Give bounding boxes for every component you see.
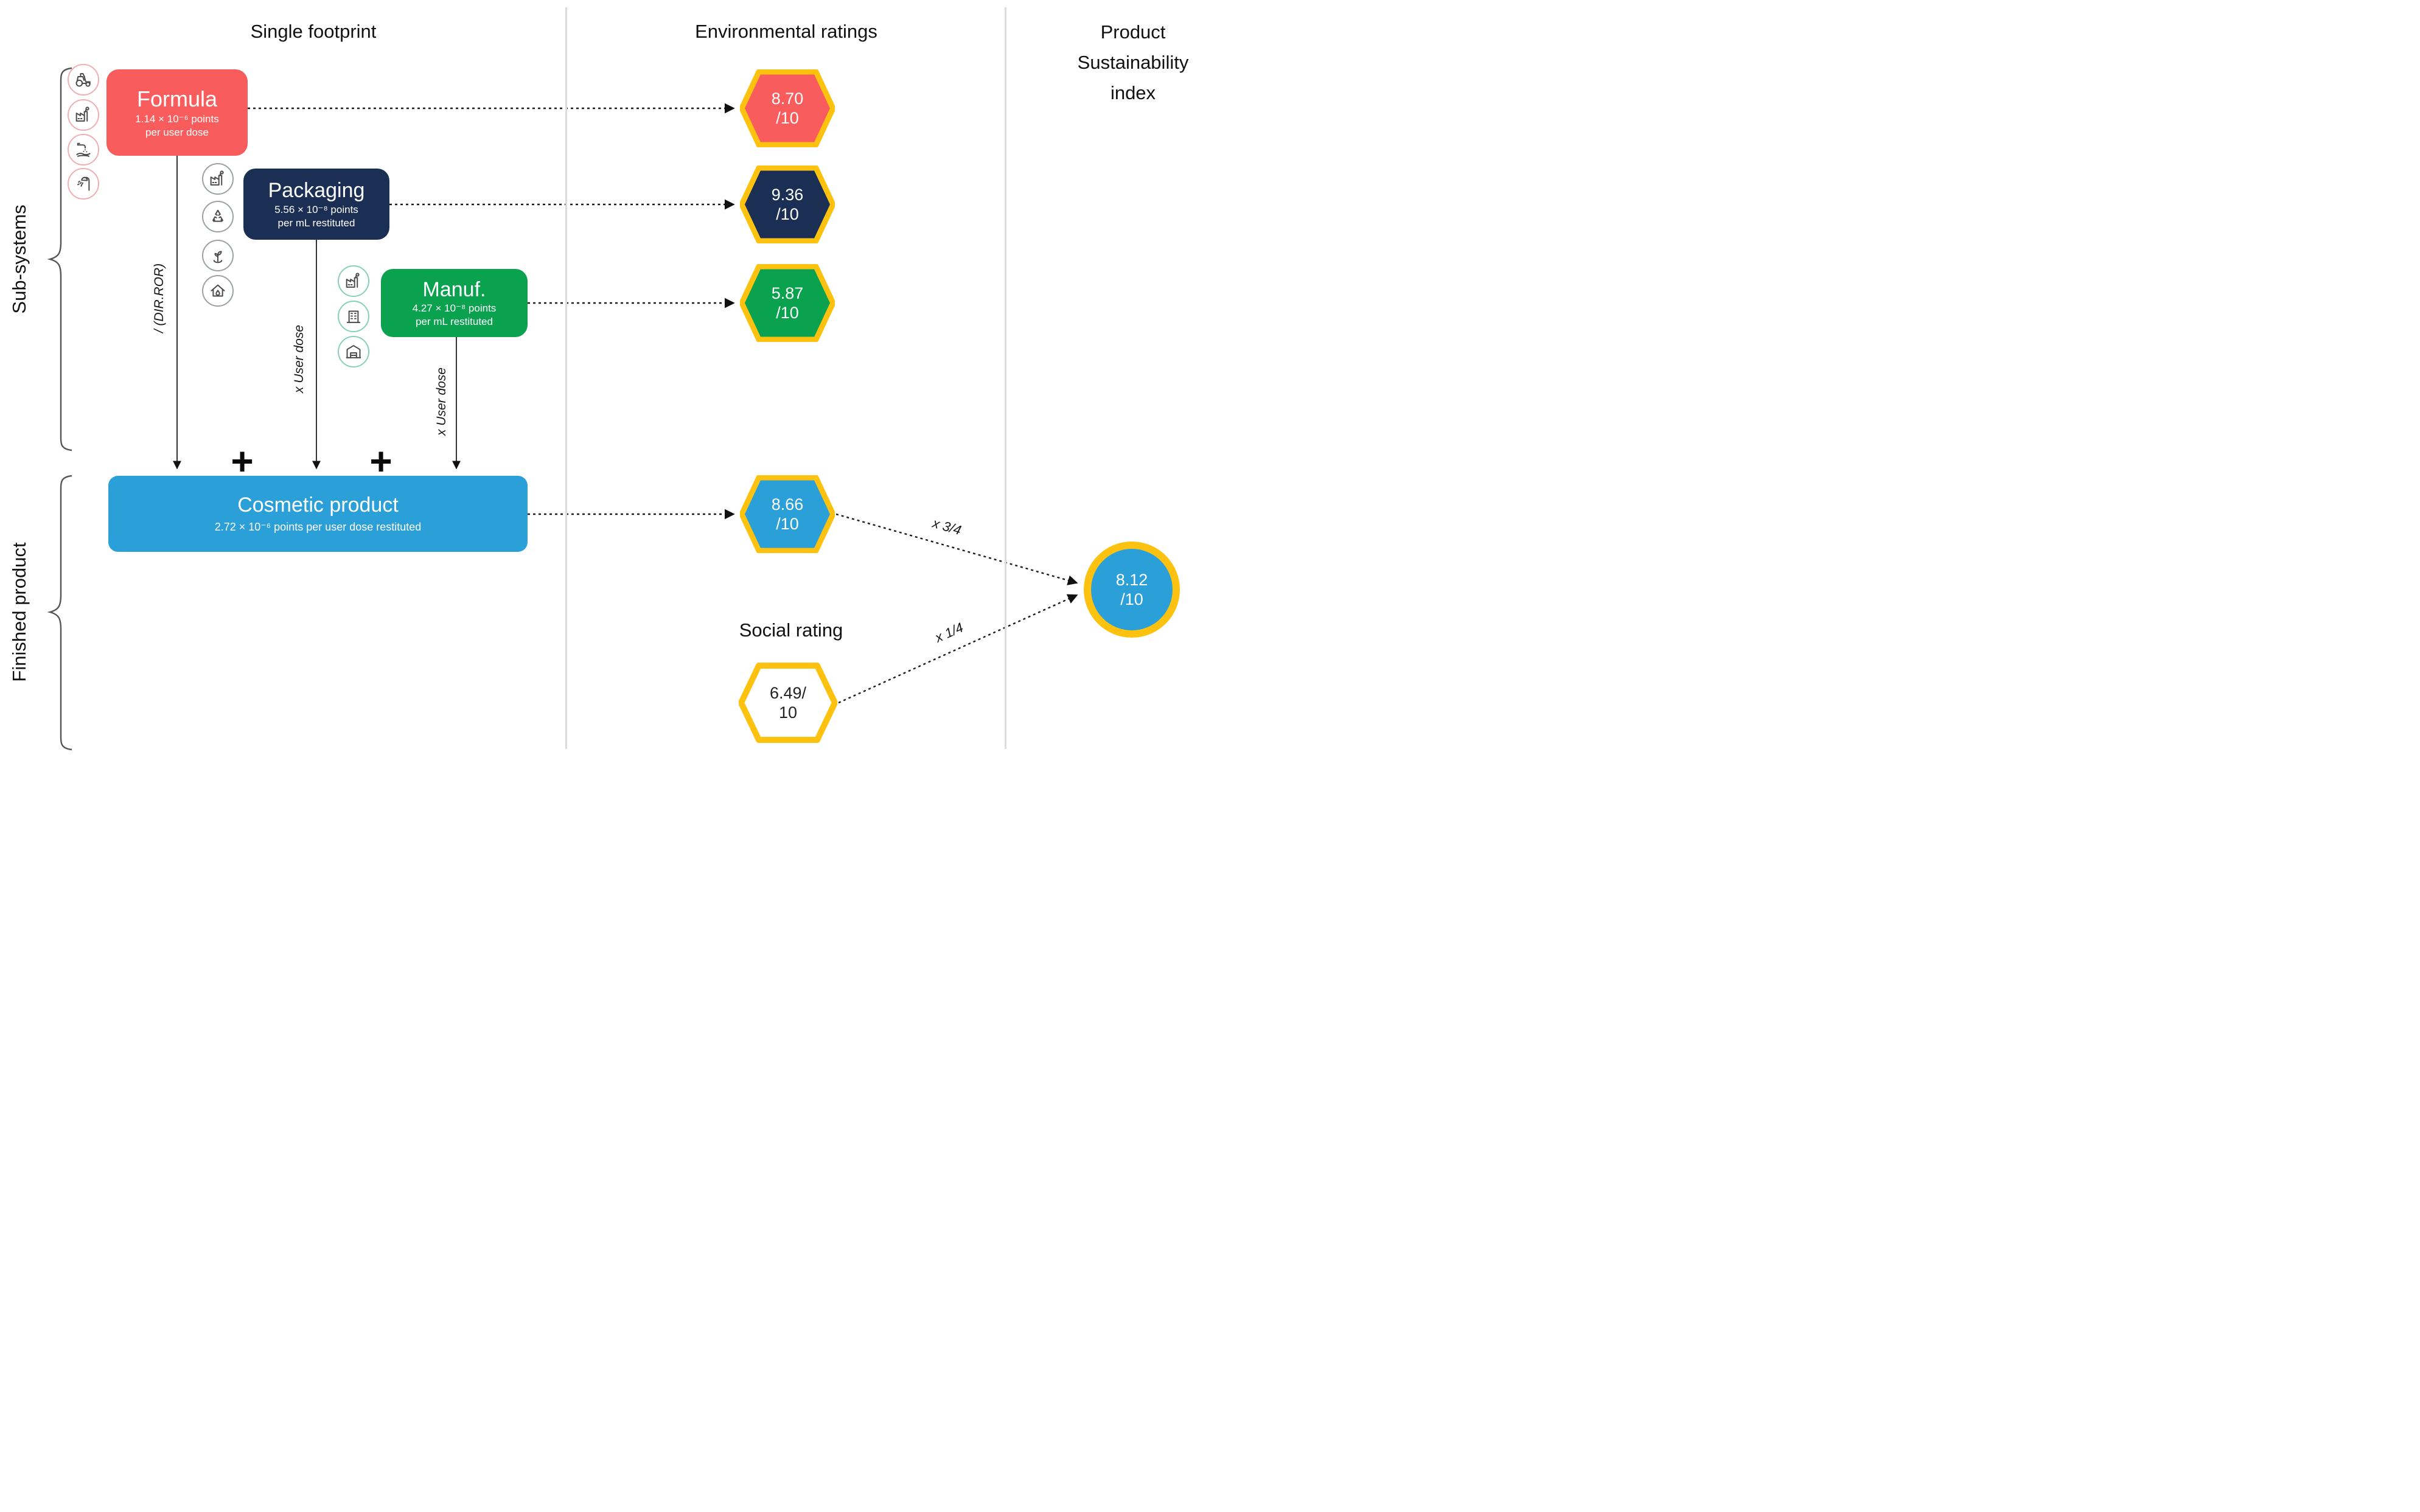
header-environmental-ratings: Environmental ratings [695,21,877,42]
warehouse-icon [338,336,369,368]
column-divider-left [565,7,567,749]
social-rating-caption: Social rating [739,619,843,641]
rating-cosmetic-score: 8.66 [771,495,804,514]
formula-box: Formula 1.14 × 10⁻⁶ points per user dose [106,69,248,156]
recycling-icon [202,201,234,232]
house-water-icon [202,275,234,307]
rating-social-denominator: 10 [778,703,798,722]
cosmetic-product-box: Cosmetic product 2.72 × 10⁻⁶ points per … [108,476,528,552]
psi-score-circle: 8.12 /10 [1084,542,1180,638]
dir-ror-label: / (DIR.ROR) [152,263,166,333]
manuf-sub2: per mL restituted [416,316,493,328]
psi-header-line1: Product [1100,21,1166,43]
factory-icon [68,99,99,131]
factory-icon [202,163,234,195]
manuf-title: Manuf. [422,277,486,301]
rating-social-score: 6.49/ [769,683,807,702]
weight-label-three-quarters: x 3/4 [930,515,963,538]
dashed-social-to-psi [838,594,1078,704]
plus-sign-2: + [369,439,392,483]
rating-hex-formula: 8.70/10 [740,69,835,147]
rating-hex-cosmetic: 8.66/10 [740,475,835,553]
building-icon [338,301,369,332]
rating-hex-packaging: 9.36/10 [740,165,835,243]
packaging-sub1: 5.56 × 10⁻⁸ points [274,203,358,215]
formula-sub1: 1.14 × 10⁻⁶ points [135,113,219,125]
rating-packaging-denominator: /10 [776,205,799,223]
psi-denominator: /10 [1120,590,1143,608]
cosmetic-sub1: 2.72 × 10⁻⁶ points per user dose restitu… [214,521,422,534]
weight-label-one-quarter: x 1/4 [932,619,966,646]
plant-icon [202,240,234,271]
header-single-footprint: Single footprint [250,21,377,42]
formula-title: Formula [136,86,218,112]
brace-finished-product [47,475,72,751]
rating-formula-score: 8.70 [771,89,804,108]
rating-cosmetic-denominator: /10 [776,515,799,533]
psi-header-line2: Sustainability [1077,52,1189,73]
rating-packaging-score: 9.36 [771,185,804,204]
psi-score: 8.12 [1115,570,1148,589]
rating-hex-manuf: 5.87/10 [740,264,835,342]
column-divider-right [1005,7,1006,749]
user-dose-label-manuf: x User dose [434,367,448,436]
packaging-box: Packaging 5.56 × 10⁻⁸ points per mL rest… [243,169,389,240]
psi-header-line3: index [1110,82,1156,103]
cosmetic-title: Cosmetic product [237,493,399,517]
side-label-sub-systems: Sub-systems [9,204,30,314]
factory-icon [338,265,369,297]
packaging-title: Packaging [268,179,365,202]
side-label-finished-product: Finished product [9,542,30,682]
brace-sub-systems [47,67,72,451]
tractor-icon [68,64,99,96]
shower-icon [68,168,99,200]
header-product-sustainability-index: Product Sustainability index [1078,17,1189,108]
manuf-sub1: 4.27 × 10⁻⁸ points [412,302,497,315]
plus-sign-1: + [231,439,254,483]
rating-manuf-denominator: /10 [776,304,799,322]
user-dose-label-packaging: x User dose [292,324,306,394]
formula-sub2: per user dose [145,126,209,138]
rating-formula-denominator: /10 [776,109,799,127]
packaging-sub2: per mL restituted [277,217,355,229]
hand-washing-icon [68,134,99,165]
figure-canvas: Single footprint Environmental ratings P… [0,0,1210,756]
manuf-box: Manuf. 4.27 × 10⁻⁸ points per mL restitu… [381,269,528,337]
rating-hex-social: 6.49/10 [739,663,837,743]
rating-manuf-score: 5.87 [771,284,804,302]
